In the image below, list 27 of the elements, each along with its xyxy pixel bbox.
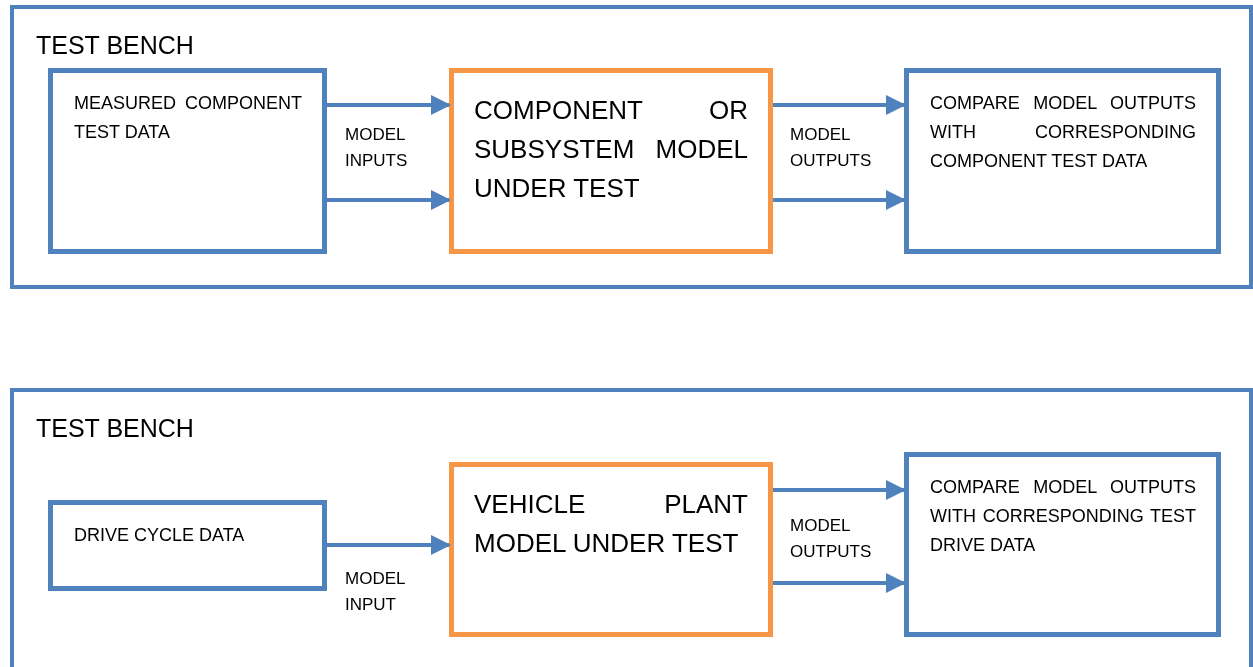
box-text: COMPARE MODEL OUTPUTS WITH CORRESPONDING COMPONENT TEST DATA [930,92,1196,173]
arrow [327,95,451,115]
model-box [449,462,773,637]
process-box [48,500,327,591]
signal-label: MODEL OUTPUTS [790,515,873,563]
box-text: VEHICLE PLANT MODEL UNDER TEST [474,488,748,560]
test-bench-frame [10,5,1253,289]
frame-title: TEST BENCH [36,30,194,61]
process-box [904,452,1221,637]
model-box [449,68,773,254]
test-bench-frame [10,388,1253,667]
arrow [773,573,906,593]
signal-label: MODEL INPUTS [345,124,409,172]
box-text: COMPONENT OR SUBSYSTEM MODEL UNDER TEST [474,94,748,205]
arrow [773,480,906,500]
arrow [773,190,906,210]
arrow [327,190,451,210]
box-text: DRIVE CYCLE DATA [74,524,246,547]
signal-label: MODEL OUTPUTS [790,124,873,172]
box-text: COMPARE MODEL OUTPUTS WITH CORRESPONDING TEST DRIVE DATA [930,476,1196,557]
process-box [904,68,1221,254]
signal-label: MODEL INPUT [345,568,406,616]
process-box [48,68,327,254]
box-text: MEASURED COMPONENT TEST DATA [74,92,302,144]
arrow [327,535,451,555]
frame-title: TEST BENCH [36,413,194,444]
arrow [773,95,906,115]
